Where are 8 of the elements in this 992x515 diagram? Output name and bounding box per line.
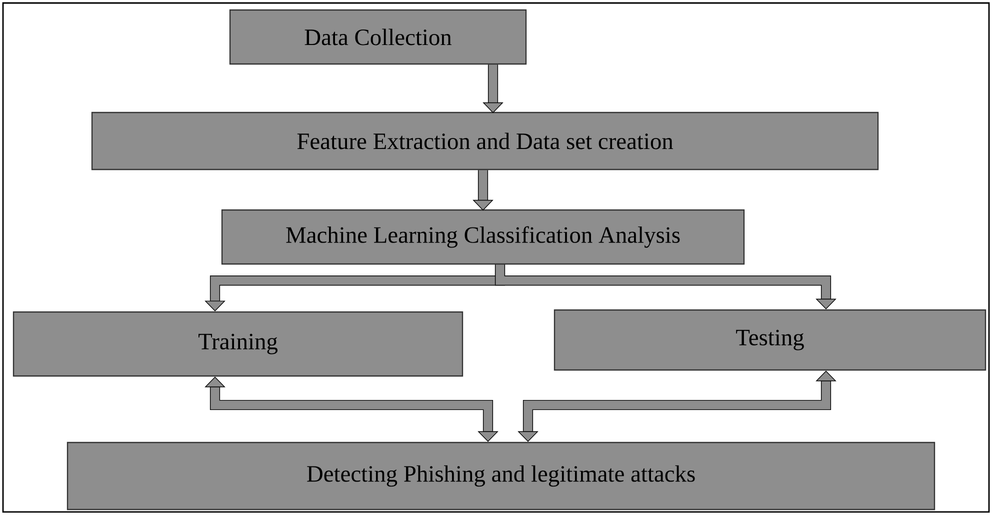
process-box: Detecting Phishing and legitimate attacks: [66, 442, 936, 510]
process-box: Training: [12, 311, 464, 377]
block-arrow: [494, 264, 836, 310]
process-box: Machine Learning Classification Analysis: [221, 209, 745, 265]
process-box: Feature Extraction and Data set creation: [91, 112, 879, 170]
process-box: Testing: [554, 309, 986, 371]
block-arrow: [204, 376, 498, 442]
process-box: Data Collection: [229, 9, 527, 65]
